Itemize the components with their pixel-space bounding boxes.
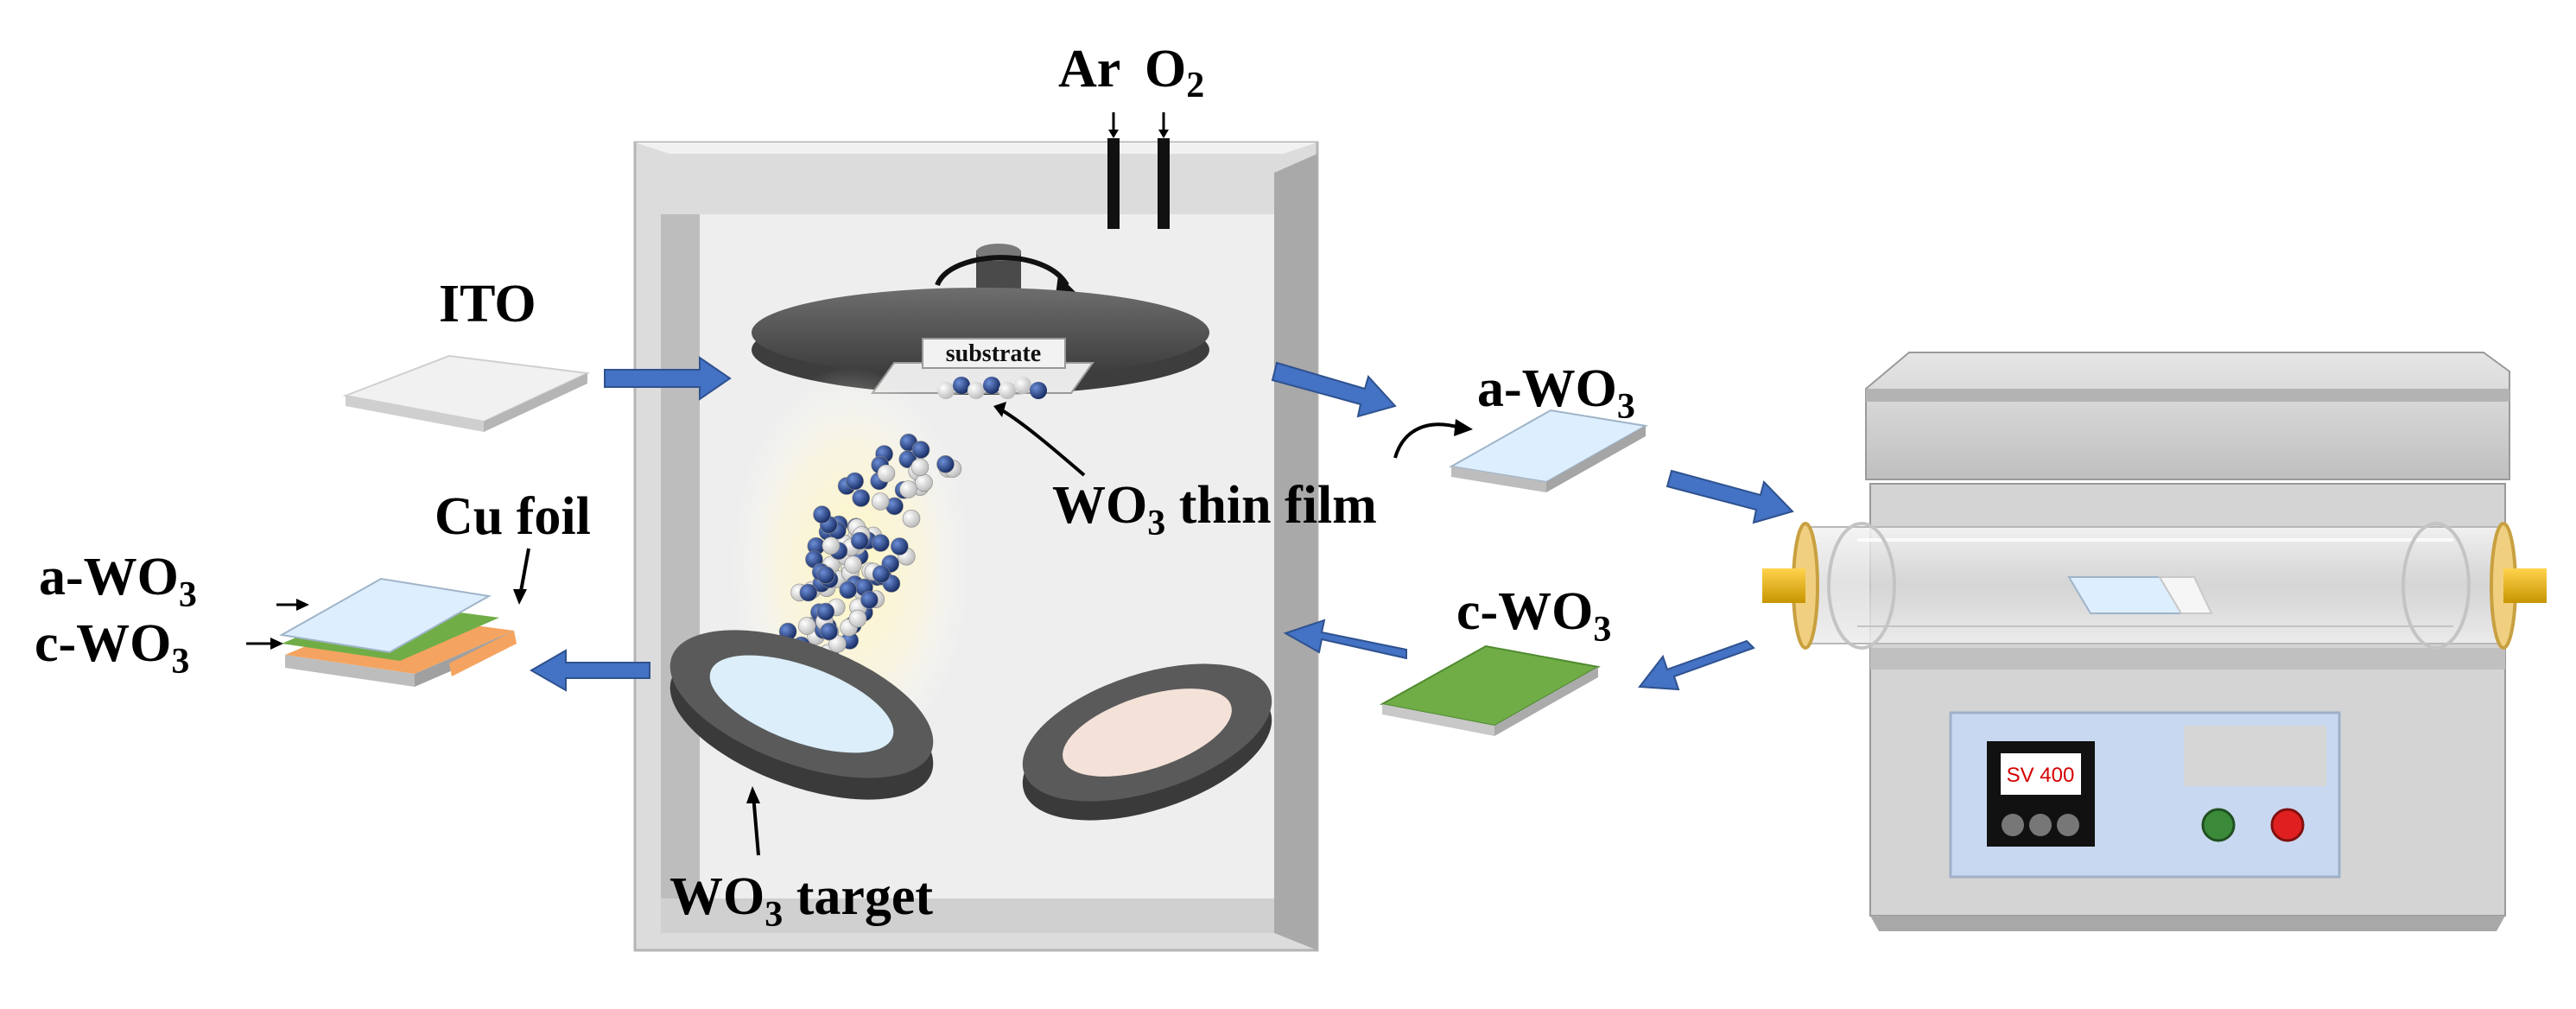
atom [839,581,858,600]
arrow-a-wo3-to-furnace [1666,469,1794,524]
atom [899,480,917,498]
atom [910,458,930,477]
arrow-furnace-to-c-wo3 [1638,639,1755,691]
atom [936,454,955,473]
a-wo3-slide [1449,409,1648,492]
atom [816,602,835,621]
c-wo3-slide [1380,644,1601,736]
wo3-target-label: WO3 target [669,867,933,935]
c-wo3-label: c-WO3 [1456,582,1611,650]
stack-a-wo3-label: a-WO3 [39,548,197,615]
atom [816,566,835,585]
atom [902,509,921,528]
atom [846,472,864,491]
atom [871,492,890,511]
atom [877,464,896,483]
red-button [2270,808,2305,842]
green-button [2201,808,2236,842]
controller-display: SV 400 [2007,764,2075,787]
atom [891,537,909,555]
right-gas-connector [2503,568,2547,603]
deposited-atoms [937,377,1047,399]
atom [911,441,930,459]
atom [872,565,891,583]
stack-c-wo3-label: c-WO3 [35,614,189,682]
a-wo3-label: a-WO3 [1477,359,1635,427]
wo3-target [669,630,934,800]
stacked-electrode [279,577,517,687]
second-target [1022,663,1272,821]
cu-foil-label: Cu foil [435,487,591,546]
substrate-label: substrate [946,340,1041,367]
atom [848,609,867,628]
atom [828,635,847,653]
arrow-chamber-to-a-wo3 [1271,361,1397,418]
atom [822,536,841,555]
arrow-c-wo3-to-chamber [1283,619,1407,660]
atom [860,591,879,609]
atom [852,489,871,507]
ito-label: ITO [439,275,536,333]
arrow-chamber-to-electrode [529,649,650,692]
left-gas-connector [1762,568,1805,603]
atom [820,622,839,641]
arrow-ito-to-chamber [604,356,732,401]
ito-slide [342,354,591,432]
atom [799,583,818,602]
ar-gas-label: Ar [1058,40,1120,98]
atom [797,617,816,635]
panel-window [2184,726,2326,786]
gas-inlet-pipes [1107,112,1170,229]
atom [850,531,869,550]
atom [813,505,831,524]
wo3-thin-film-label: WO3 thin film [1052,476,1377,543]
o2-gas-label: O2 [1145,40,1204,105]
process-arrows [529,356,1794,692]
atom [872,534,890,552]
atom [844,555,862,574]
tube-furnace [1762,352,2547,931]
atom [915,473,933,492]
